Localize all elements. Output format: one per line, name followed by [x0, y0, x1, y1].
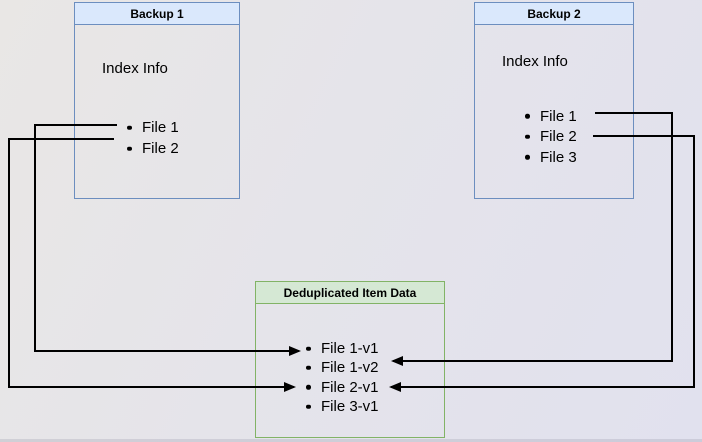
list-item: File 1	[525, 106, 577, 127]
node-backup-2-title: Backup 2	[527, 6, 581, 21]
list-item: File 2-v1	[306, 378, 379, 397]
backup-1-index-info-label: Index Info	[102, 60, 168, 77]
list-item: File 2	[525, 127, 577, 148]
node-backup-1-title: Backup 1	[130, 6, 184, 21]
list-item: File 3-v1	[306, 397, 379, 416]
list-item: File 2	[127, 138, 179, 159]
list-item: File 1-v1	[306, 339, 379, 358]
node-backup-2-header: Backup 2	[475, 3, 633, 25]
list-item: File 1	[127, 117, 179, 138]
window-bottom-edge	[0, 439, 702, 442]
backup-1-file-list: File 1 File 2	[127, 117, 179, 159]
list-item: File 3	[525, 147, 577, 168]
node-backup-2: Backup 2 Index Info File 1 File 2 File 3	[474, 2, 634, 199]
list-item: File 1-v2	[306, 358, 379, 377]
backup-2-index-info-label: Index Info	[502, 53, 568, 70]
dedup-item-list: File 1-v1 File 1-v2 File 2-v1 File 3-v1	[306, 339, 379, 416]
backup-2-file-list: File 1 File 2 File 3	[525, 106, 577, 168]
node-backup-1-header: Backup 1	[75, 3, 239, 25]
node-dedup-title: Deduplicated Item Data	[283, 285, 417, 300]
node-backup-1: Backup 1 Index Info File 1 File 2	[74, 2, 240, 199]
node-dedup-header: Deduplicated Item Data	[256, 282, 444, 304]
node-deduplicated-item-data: Deduplicated Item Data File 1-v1 File 1-…	[255, 281, 445, 438]
